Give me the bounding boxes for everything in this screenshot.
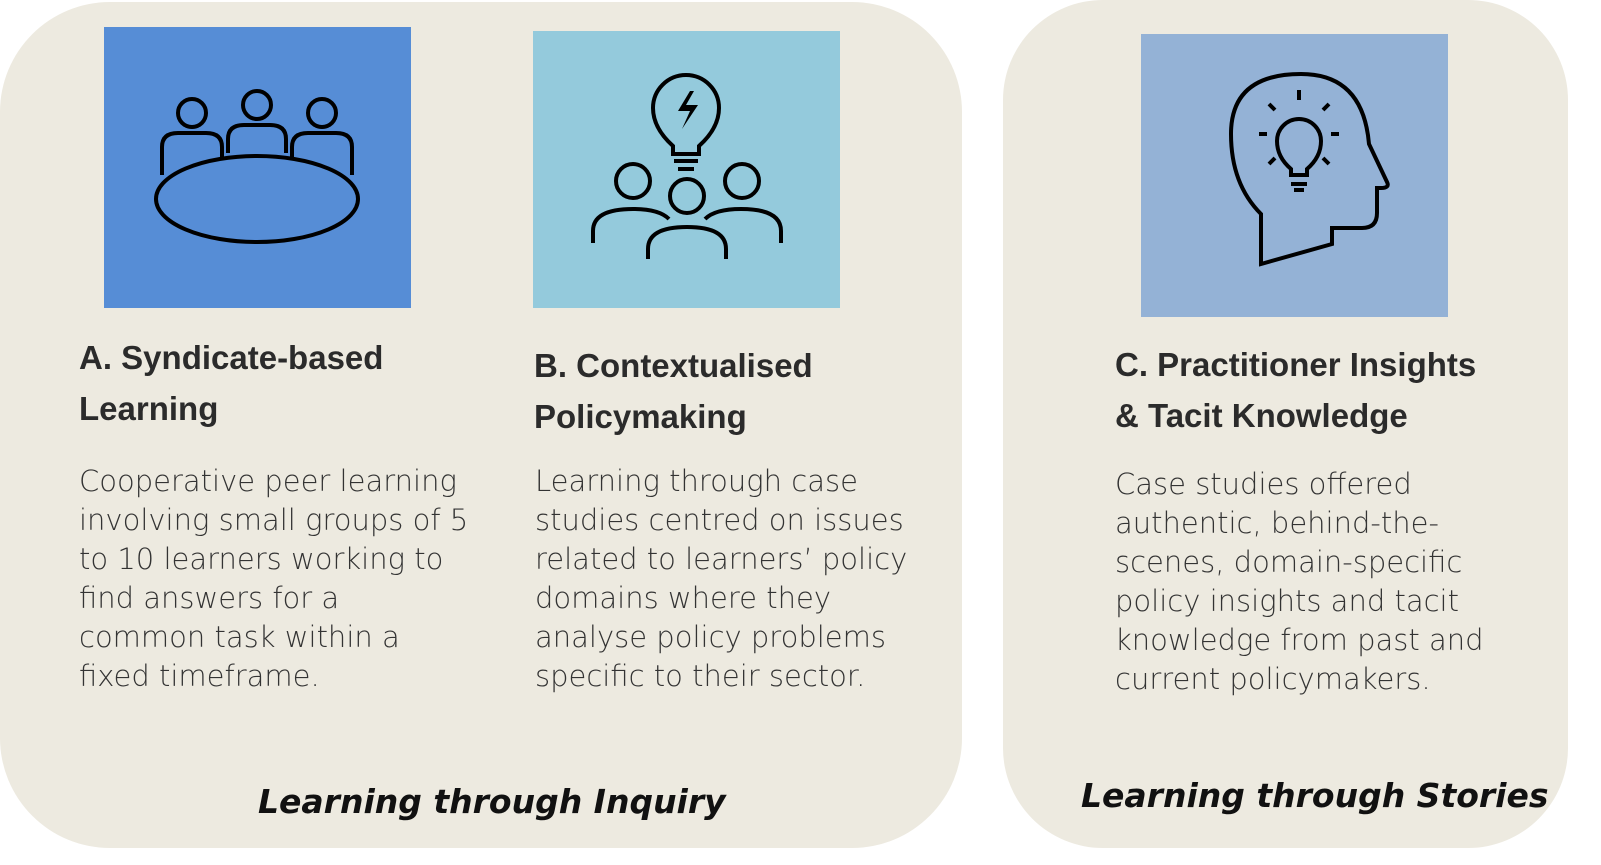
lightbulb-people-icon <box>591 73 783 259</box>
card-c-description: Case studies offered authentic, behind-t… <box>1115 467 1484 696</box>
card-c-image <box>1141 34 1448 317</box>
card-c-title: C. Practitioner Insights& Tacit Knowledg… <box>1115 346 1477 434</box>
meeting-table-icon <box>154 89 360 244</box>
card-a-image <box>104 27 411 308</box>
card-b-image <box>533 31 840 308</box>
head-lightbulb-icon <box>1228 71 1390 267</box>
stories-footer: Learning through Stories <box>1081 776 1549 815</box>
inquiry-footer: Learning through Inquiry <box>258 782 726 821</box>
card-a-description: Cooperative peer learning involving smal… <box>79 464 469 693</box>
card-b-description: Learning through case studies centred on… <box>535 464 908 693</box>
